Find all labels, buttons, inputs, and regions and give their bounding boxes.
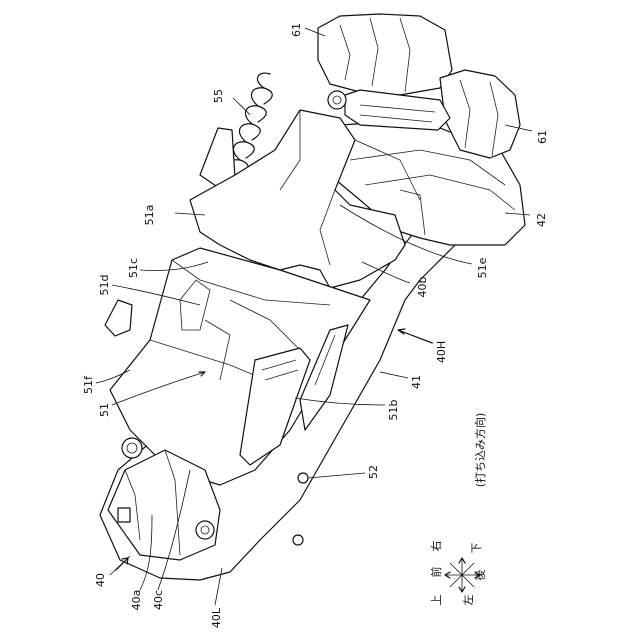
legend-back: 後 <box>473 570 487 581</box>
label-40c: 40c <box>152 590 165 610</box>
legend-drive-direction: (打ち込み方向) <box>473 413 487 488</box>
label-41: 41 <box>410 375 423 389</box>
label-52: 52 <box>367 465 380 479</box>
label-40H: 40H <box>435 341 448 363</box>
label-42: 42 <box>535 213 548 227</box>
legend-up: 上 <box>430 595 443 606</box>
label-40a: 40a <box>130 590 143 611</box>
label-51f: 51f <box>82 375 95 394</box>
label-40b: 40b <box>416 276 429 297</box>
label-51b: 51b <box>387 399 400 420</box>
tool-body-drawing <box>100 14 525 580</box>
legend-down: 下 <box>470 543 483 554</box>
label-40: 40 <box>94 573 107 587</box>
label-61-right: 61 <box>536 130 549 144</box>
legend-left: 左 <box>462 595 475 606</box>
label-51: 51 <box>98 403 111 417</box>
legend-right: 右 <box>429 541 443 552</box>
label-61-top: 61 <box>290 23 303 37</box>
label-51a: 51a <box>143 205 156 226</box>
label-55: 55 <box>212 89 225 103</box>
label-51e: 51e <box>476 257 489 278</box>
label-51c: 51c <box>127 258 140 278</box>
label-40L: 40L <box>210 607 223 628</box>
direction-legend: 上 前 右 下 (打ち込み方向) 左 後 <box>429 413 487 606</box>
label-51d: 51d <box>98 275 111 296</box>
legend-front: 前 <box>429 567 443 578</box>
